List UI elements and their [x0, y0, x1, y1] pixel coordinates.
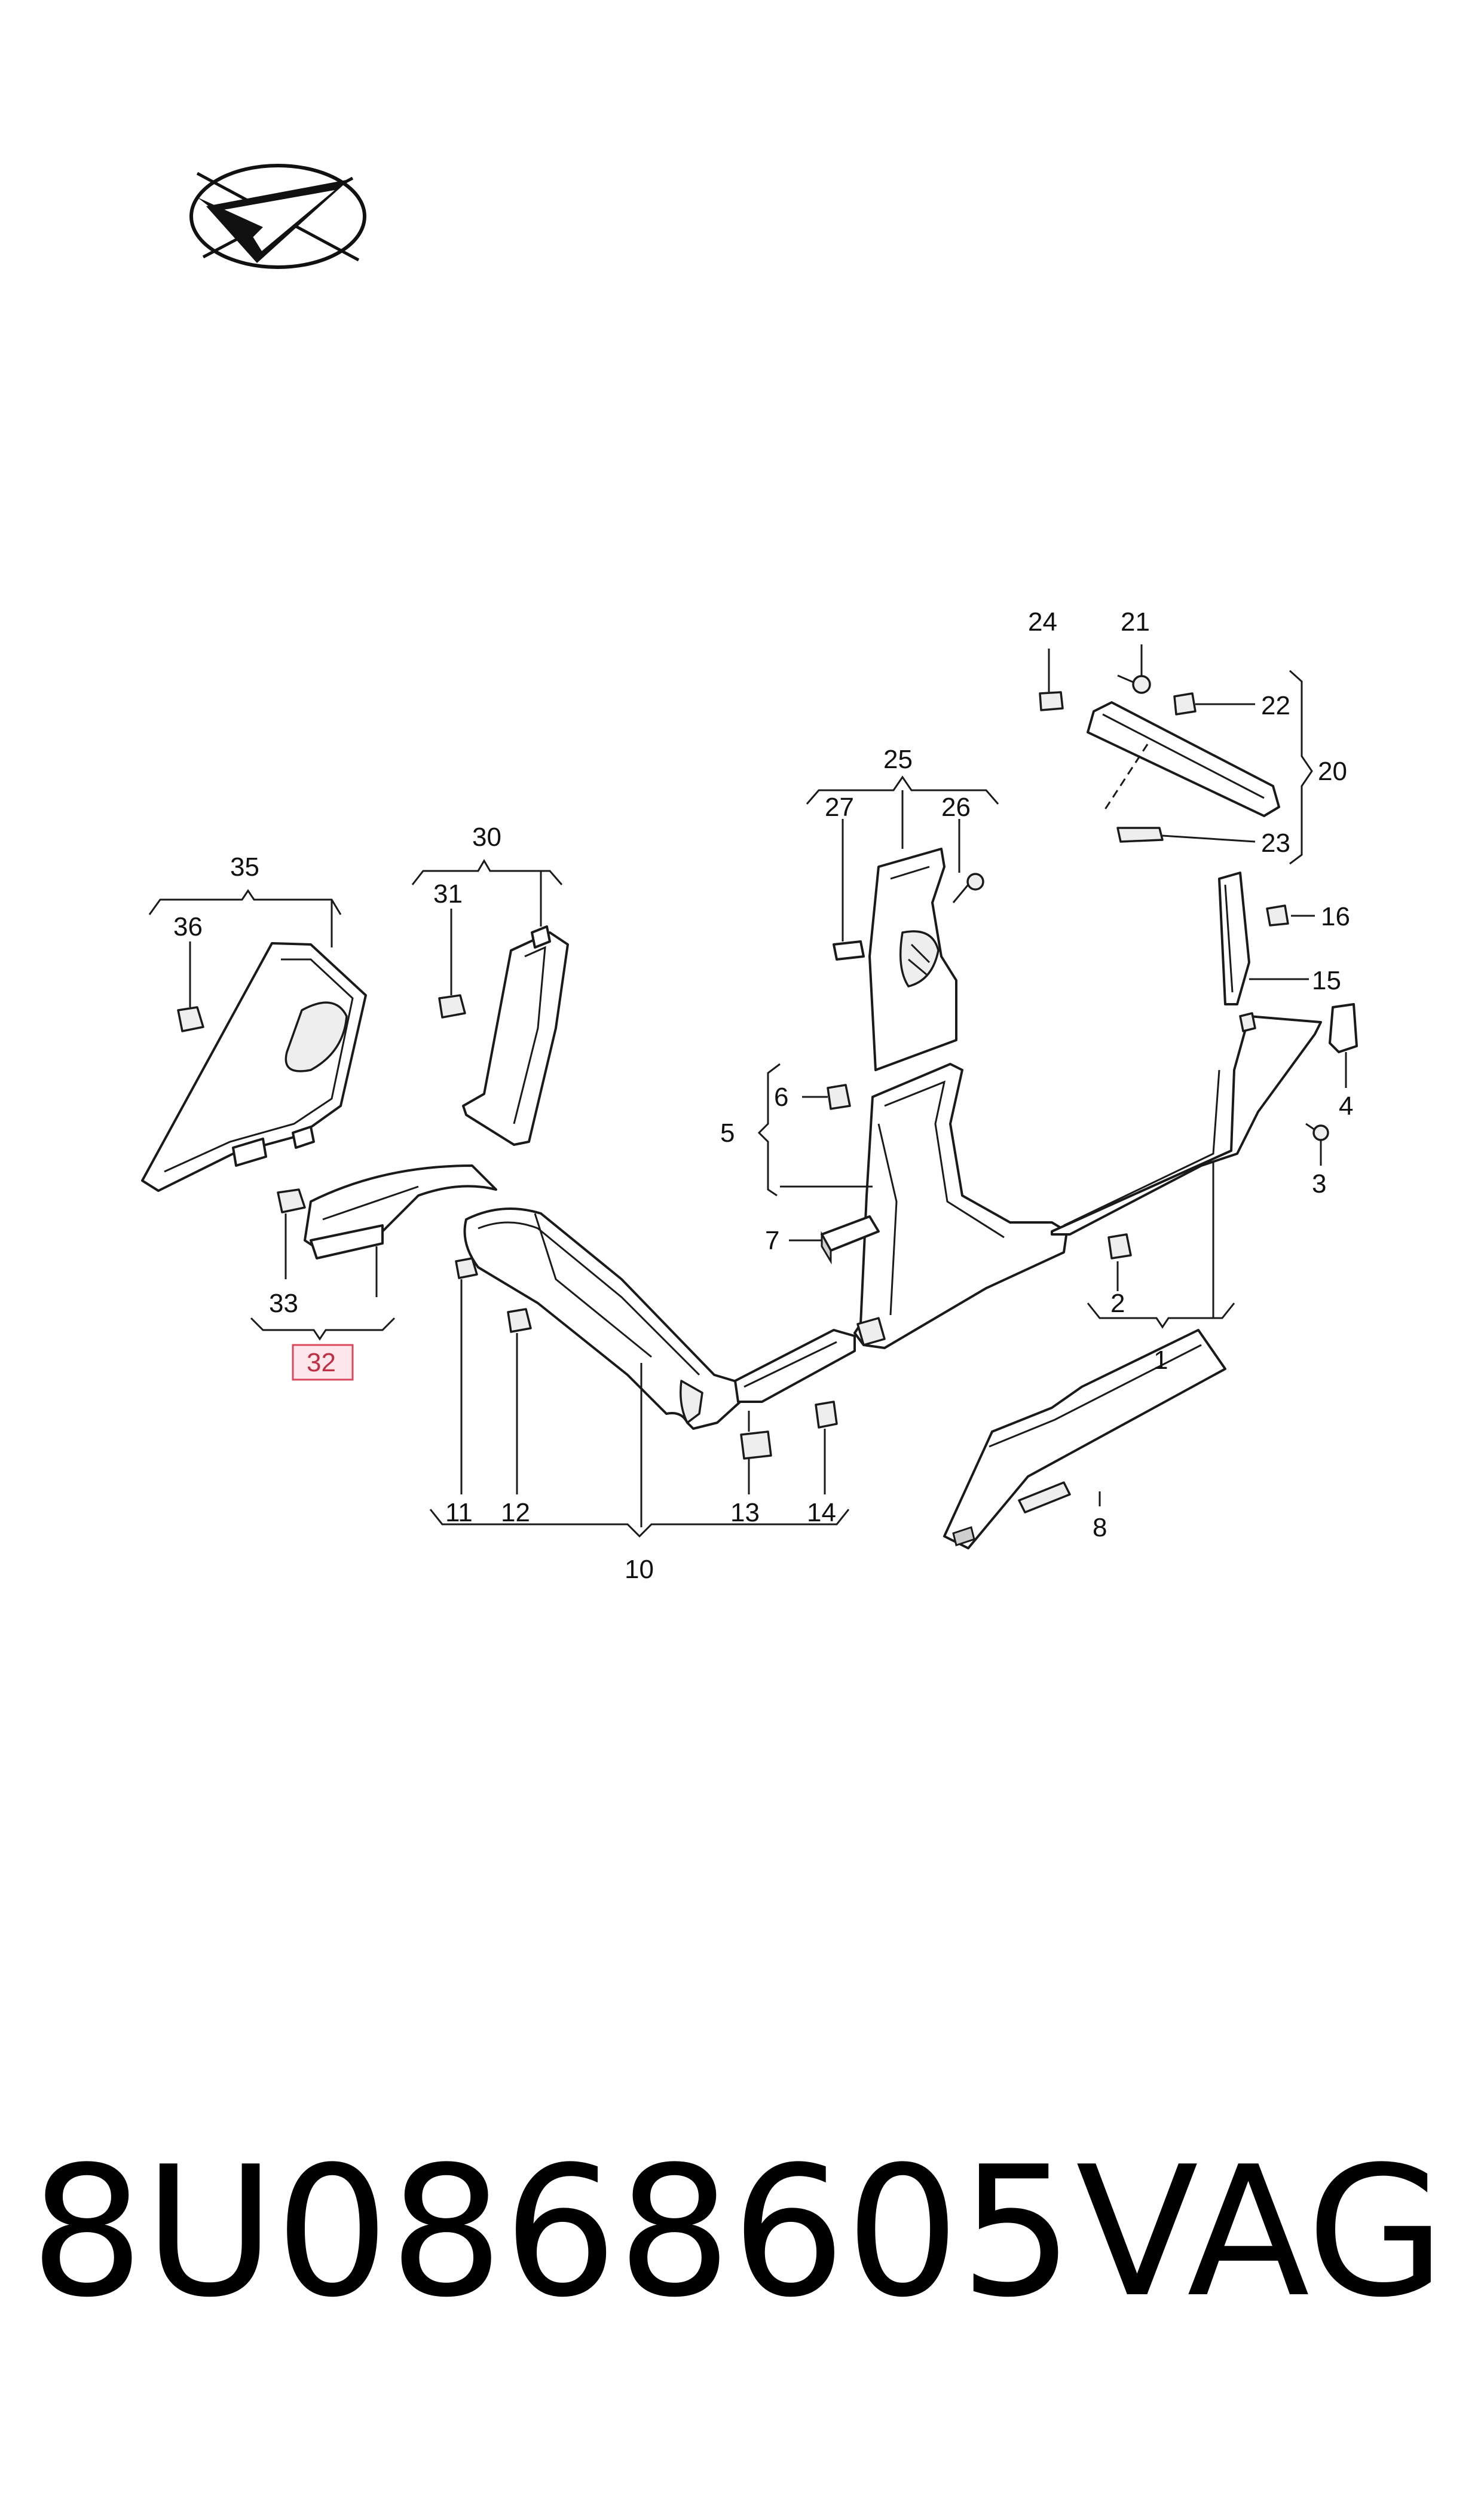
callout-16: 16	[1321, 902, 1350, 931]
part-13-sill-trim-front	[734, 1329, 856, 1494]
part-3-screw	[1305, 1123, 1329, 1141]
part-25-b-pillar-upper-trim	[868, 848, 957, 1071]
part-22-clip	[1173, 692, 1197, 716]
part-20-grab-handle-trim	[1087, 701, 1280, 817]
callout-22: 22	[1261, 691, 1290, 720]
part-11-clip	[455, 1257, 478, 1494]
callout-3: 3	[1312, 1169, 1326, 1199]
part-31-clip	[438, 909, 466, 1019]
part-23-cover	[1116, 827, 1164, 843]
callout-14: 14	[807, 1498, 836, 1527]
callout-1: 1	[1153, 1346, 1168, 1375]
callout-15: 15	[1312, 966, 1341, 995]
callout-20: 20	[1318, 757, 1347, 786]
callout-11: 11	[445, 1498, 473, 1527]
part-27-clip	[833, 819, 865, 961]
part-26-screw	[952, 873, 984, 903]
part-1-sill-panel	[1051, 1012, 1322, 1236]
callout-7: 7	[765, 1226, 779, 1255]
part-35-rear-pillar-trim	[141, 942, 367, 1192]
part-24-plug	[1039, 691, 1064, 711]
part-16-clip	[1266, 904, 1289, 927]
callout-32-highlighted[interactable]: 32	[292, 1344, 354, 1381]
callout-5: 5	[720, 1118, 735, 1148]
part-32-trim-piece	[304, 1164, 497, 1259]
callout-31: 31	[433, 879, 463, 909]
callout-21: 21	[1121, 607, 1150, 637]
callout-30: 30	[472, 823, 501, 852]
callout-labels: 35 36 30 31 33 32 11 12 13 14 10 25 27 2…	[173, 607, 1353, 1584]
footer: 8U0868605 VAG	[0, 2128, 1484, 2379]
callout-23: 23	[1261, 829, 1290, 858]
part-33-clip	[277, 1188, 378, 1297]
callout-33: 33	[269, 1289, 298, 1318]
callout-13: 13	[730, 1498, 760, 1527]
callout-26: 26	[941, 793, 971, 822]
part-15-strip	[1218, 872, 1250, 1005]
callout-27: 27	[825, 793, 854, 822]
callout-36: 36	[173, 912, 203, 941]
callout-2: 2	[1110, 1289, 1125, 1318]
brand-name: VAG	[1076, 2128, 1446, 2337]
callout-12: 12	[501, 1498, 530, 1527]
part-5-b-pillar-lower-trim	[853, 1063, 1068, 1349]
part-number: 8U0868605	[30, 2128, 1074, 2337]
callout-4: 4	[1339, 1092, 1353, 1121]
part-30-pillar-trim	[462, 925, 569, 1146]
callout-10: 10	[625, 1555, 654, 1584]
part-36-clip	[177, 941, 204, 1032]
callout-8: 8	[1093, 1513, 1107, 1542]
callout-35: 35	[230, 852, 259, 882]
part-7-pad	[821, 1215, 880, 1265]
check-arrow-logo-icon	[189, 164, 366, 269]
callout-24: 24	[1028, 607, 1057, 637]
callout-32[interactable]: 32	[307, 1348, 336, 1377]
callout-25: 25	[883, 745, 913, 774]
leader-lines	[148, 644, 1347, 1538]
part-8-sill-cover	[943, 1329, 1226, 1549]
part-2-clip	[1107, 1233, 1132, 1291]
callout-6: 6	[774, 1083, 788, 1112]
part-6-clip	[827, 1084, 851, 1110]
part-12-clip	[507, 1308, 532, 1494]
part-14-clip	[815, 1401, 838, 1494]
part-10-lower-a-pillar-trim	[463, 1207, 751, 1430]
part-4-bracket	[1329, 1003, 1358, 1053]
part-21-screw	[1117, 674, 1151, 694]
